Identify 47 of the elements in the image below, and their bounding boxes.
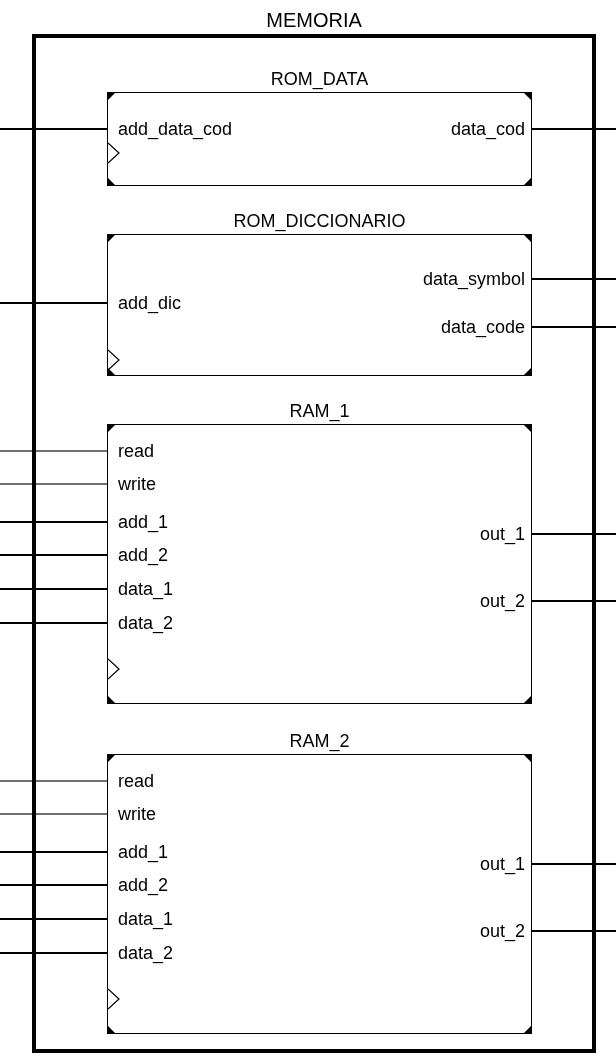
block-title: ROM_DICCIONARIO — [232, 210, 407, 232]
signal-line — [531, 929, 616, 933]
signal-line — [531, 127, 616, 131]
block-title: ROM_DATA — [269, 68, 370, 90]
pin-label: add_data_cod — [108, 117, 235, 141]
pin-label: write — [108, 472, 158, 496]
block-title: RAM_1 — [288, 400, 351, 422]
signal-line — [0, 553, 108, 557]
signal-line — [531, 532, 616, 536]
pin-label: out_2 — [477, 589, 531, 613]
signal-line — [0, 951, 108, 955]
signal-line — [0, 812, 108, 816]
pin-label: add_1 — [108, 510, 171, 534]
pin-label: add_1 — [108, 840, 171, 864]
signal-line — [0, 449, 108, 453]
pin-label: out_2 — [477, 919, 531, 943]
block-title: RAM_2 — [288, 730, 351, 752]
signal-line — [0, 917, 108, 921]
pin-label: data_symbol — [420, 267, 531, 291]
signal-line — [531, 325, 616, 329]
signal-line — [0, 850, 108, 854]
pin-label: data_2 — [108, 611, 176, 635]
pin-label: data_2 — [108, 941, 176, 965]
signal-line — [0, 301, 108, 305]
signal-line — [0, 127, 108, 131]
pin-label: data_1 — [108, 577, 176, 601]
pin-label: add_2 — [108, 543, 171, 567]
pin-label: data_1 — [108, 907, 176, 931]
signal-line — [0, 883, 108, 887]
pin-label: read — [108, 769, 157, 793]
pin-label: add_2 — [108, 873, 171, 897]
pin-label: out_1 — [477, 852, 531, 876]
signal-line — [531, 862, 616, 866]
block-title: MEMORIA — [265, 8, 363, 33]
pin-label: write — [108, 802, 158, 826]
signal-line — [0, 587, 108, 591]
signal-line — [0, 520, 108, 524]
pin-label: read — [108, 439, 157, 463]
pin-label: data_cod — [448, 117, 531, 141]
signal-line — [0, 779, 108, 783]
signal-line — [531, 277, 616, 281]
pin-label: out_1 — [477, 522, 531, 546]
signal-line — [0, 482, 108, 486]
pin-label: add_dic — [108, 291, 184, 315]
signal-line — [0, 621, 108, 625]
signal-line — [531, 599, 616, 603]
pin-label: data_code — [438, 315, 531, 339]
